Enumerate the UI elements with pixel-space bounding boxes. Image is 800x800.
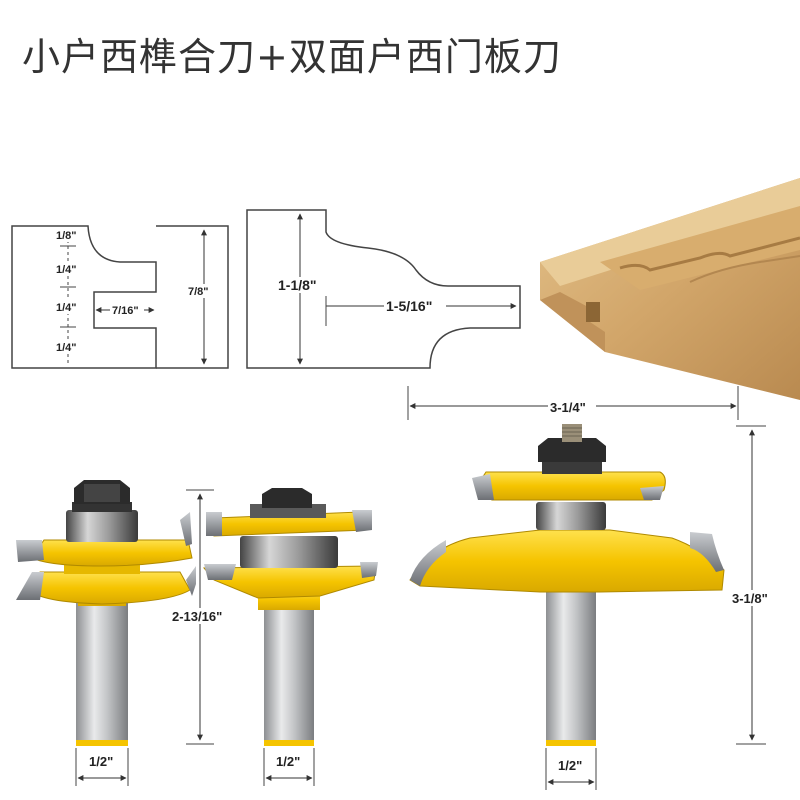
bit1-shank-dimension: 1/2" xyxy=(75,748,129,786)
bit3-diameter-label: 3-1/4" xyxy=(550,400,586,415)
pair-height-label: 2-13/16" xyxy=(172,609,222,624)
bit2-shank-label: 1/2" xyxy=(276,754,300,769)
profile-right-width-label: 1-5/16" xyxy=(386,298,432,314)
bit1-shank xyxy=(76,600,128,744)
profile-right-height-label: 1-1/8" xyxy=(278,277,317,293)
pair-height-dimension: 2-13/16" xyxy=(170,489,234,745)
profile-left: 1/8" 1/4" 1/4" 1/4" 7/16" 7/8" xyxy=(11,225,229,369)
bit3-height-dimension: 3-1/8" xyxy=(730,425,780,745)
bit3-shank xyxy=(546,586,596,744)
bit3-shank-label: 1/2" xyxy=(558,758,582,773)
router-bit-2 xyxy=(202,488,378,746)
page-title: 小户西榫合刀+双面户西门板刀 xyxy=(22,35,562,79)
slot-depth-label: 7/16" xyxy=(112,305,139,317)
bit3-height-label: 3-1/8" xyxy=(732,591,768,606)
bit3-shank-dimension: 1/2" xyxy=(545,748,597,790)
bit2-shank xyxy=(264,604,314,744)
router-bit-1 xyxy=(16,480,196,746)
segment-label-4: 1/4" xyxy=(56,342,77,354)
router-bit-3 xyxy=(409,424,725,746)
bit2-shank-dimension: 1/2" xyxy=(263,748,315,786)
segment-label-1: 1/8" xyxy=(56,230,77,242)
segment-label-3: 1/4" xyxy=(56,302,77,314)
bit3-diameter-dimension: 3-1/4" xyxy=(407,386,739,420)
profile-right: 1-1/8" 1-5/16" xyxy=(246,209,521,369)
profile-height-label: 7/8" xyxy=(188,286,209,298)
bit1-shank-label: 1/2" xyxy=(89,754,113,769)
wood-panel-photo xyxy=(540,178,800,400)
segment-label-2: 1/4" xyxy=(56,264,77,276)
